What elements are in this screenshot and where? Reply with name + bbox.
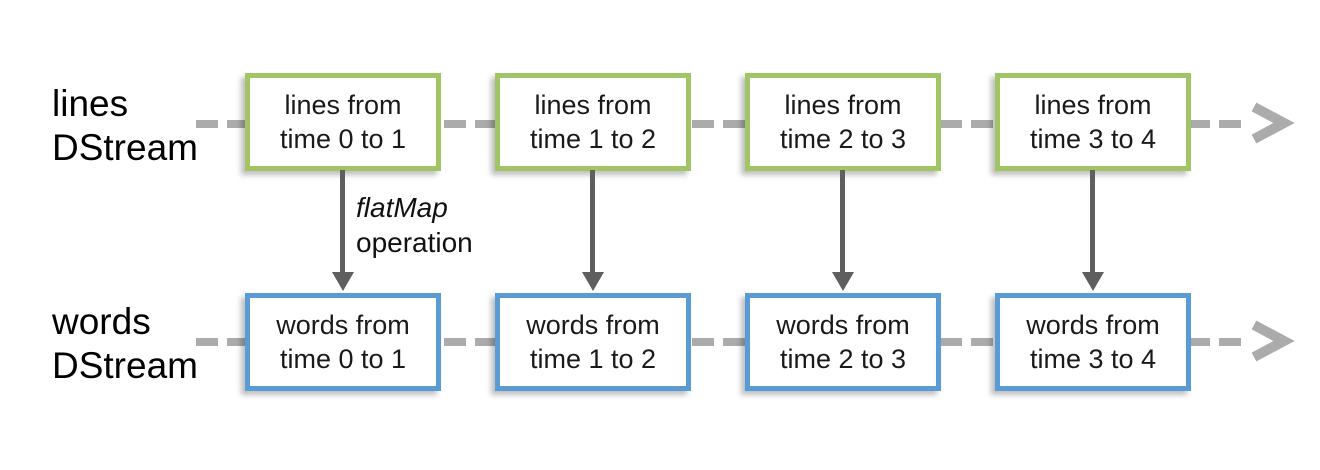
box-text: time 1 to 2 <box>529 124 657 154</box>
operation-word: operation <box>356 227 473 258</box>
lines-box-time-3-4: lines from time 3 to 4 <box>995 73 1191 171</box>
box-text: lines from <box>284 90 402 120</box>
words-box-time-3-4: words from time 3 to 4 <box>995 293 1191 391</box>
flatmap-operation-label: flatMap operation <box>356 190 473 260</box>
words-box-time-0-1: words from time 0 to 1 <box>245 293 441 391</box>
flatmap-arrow-icon <box>831 170 854 291</box>
words-timeline-chevron-right-icon <box>1251 320 1294 362</box>
lines-box-time-2-3: lines from time 2 to 3 <box>745 73 941 171</box>
words-dstream-label: words DStream <box>52 300 198 388</box>
box-text: words from <box>776 310 910 340</box>
lines-dstream-label: lines DStream <box>52 82 198 170</box>
box-text: lines from <box>784 90 902 120</box>
operation-name: flatMap <box>356 192 448 223</box>
box-text: words from <box>276 310 410 340</box>
lines-dstream-label-line2: DStream <box>52 127 198 168</box>
box-text: words from <box>1026 310 1160 340</box>
box-text: time 3 to 4 <box>1029 344 1157 374</box>
box-text: lines from <box>534 90 652 120</box>
lines-timeline-chevron-right-icon <box>1251 102 1294 144</box>
lines-box-time-0-1: lines from time 0 to 1 <box>245 73 441 171</box>
flatmap-arrow-icon <box>1081 170 1104 291</box>
flatmap-arrow-icon <box>581 170 604 291</box>
words-dstream-label-line2: DStream <box>52 345 198 386</box>
words-box-time-2-3: words from time 2 to 3 <box>745 293 941 391</box>
words-dstream-label-line1: words <box>52 301 151 342</box>
box-text: time 1 to 2 <box>529 344 657 374</box>
box-text: time 0 to 1 <box>279 124 407 154</box>
box-text: time 3 to 4 <box>1029 124 1157 154</box>
box-text: time 2 to 3 <box>779 344 907 374</box>
words-box-time-1-2: words from time 1 to 2 <box>495 293 691 391</box>
box-text: time 0 to 1 <box>279 344 407 374</box>
box-text: lines from <box>1034 90 1152 120</box>
lines-dstream-label-line1: lines <box>52 83 129 124</box>
box-text: time 2 to 3 <box>779 124 907 154</box>
lines-timeline <box>196 120 1250 128</box>
words-timeline <box>196 338 1250 346</box>
box-text: words from <box>526 310 660 340</box>
lines-box-time-1-2: lines from time 1 to 2 <box>495 73 691 171</box>
flatmap-arrow-icon <box>331 170 354 291</box>
